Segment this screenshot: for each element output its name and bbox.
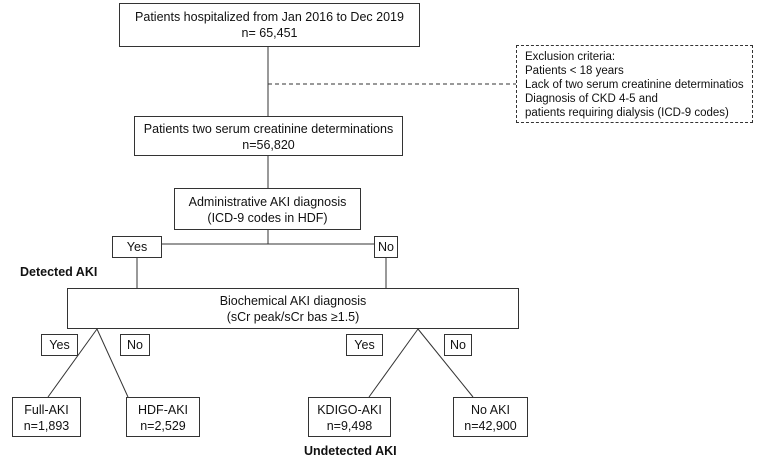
no-left-box: No — [120, 334, 150, 356]
connector-left-to-full — [47, 328, 98, 398]
admin-aki-subtitle: (ICD-9 codes in HDF) — [207, 211, 328, 225]
no-aki-count: n=42,900 — [464, 419, 517, 433]
connector-right-to-noaki — [417, 328, 474, 398]
biochem-title: Biochemical AKI diagnosis — [219, 294, 367, 308]
no-top-box: No — [374, 236, 398, 258]
full-aki-box: Full-AKI n=1,893 — [12, 397, 81, 437]
connector-left-to-hdf — [96, 328, 129, 398]
no-right-box: No — [444, 334, 472, 356]
hospitalized-count: n= 65,451 — [241, 26, 298, 40]
yes-left-box: Yes — [41, 334, 78, 356]
two-scr-count: n=56,820 — [242, 138, 295, 152]
no-top-label: No — [378, 240, 394, 254]
no-aki-title: No AKI — [471, 403, 510, 417]
exclusion-item: Patients < 18 years — [525, 65, 624, 77]
detected-aki-label: Detected AKI — [20, 265, 98, 279]
exclusion-item: Lack of two serum creatinine determinati… — [525, 79, 744, 91]
hdf-aki-box: HDF-AKI n=2,529 — [126, 397, 200, 437]
exclusion-item: patients requiring dialysis (ICD-9 codes… — [525, 107, 729, 119]
kdigo-aki-box: KDIGO-AKI n=9,498 — [308, 397, 391, 437]
yes-top-label: Yes — [126, 240, 148, 254]
no-left-label: No — [127, 338, 143, 352]
no-aki-box: No AKI n=42,900 — [453, 397, 528, 437]
admin-aki-title: Administrative AKI diagnosis — [188, 195, 347, 209]
biochem-subtitle: (sCr peak/sCr bas ≥1.5) — [226, 310, 360, 324]
two-scr-box: Patients two serum creatinine determinat… — [134, 116, 403, 156]
yes-right-box: Yes — [346, 334, 383, 356]
hdf-aki-title: HDF-AKI — [138, 403, 188, 417]
exclusion-title: Exclusion criteria: — [525, 51, 616, 63]
full-aki-title: Full-AKI — [24, 403, 69, 417]
yes-top-box: Yes — [112, 236, 162, 258]
two-scr-title: Patients two serum creatinine determinat… — [143, 122, 394, 136]
kdigo-aki-count: n=9,498 — [326, 419, 373, 433]
hdf-aki-count: n=2,529 — [140, 419, 186, 433]
exclusion-box: Exclusion criteria: Patients < 18 years … — [516, 45, 753, 123]
no-right-label: No — [450, 338, 466, 352]
undetected-aki-label: Undetected AKI — [304, 444, 397, 458]
yes-right-label: Yes — [354, 338, 375, 352]
hospitalized-box: Patients hospitalized from Jan 2016 to D… — [119, 3, 420, 47]
kdigo-aki-title: KDIGO-AKI — [317, 403, 382, 417]
biochem-box: Biochemical AKI diagnosis (sCr peak/sCr … — [67, 288, 519, 329]
full-aki-count: n=1,893 — [23, 419, 70, 433]
admin-aki-box: Administrative AKI diagnosis (ICD-9 code… — [174, 188, 361, 230]
exclusion-item: Diagnosis of CKD 4-5 and — [525, 93, 658, 105]
connector-right-to-kdigo — [368, 328, 419, 398]
yes-left-label: Yes — [49, 338, 70, 352]
hospitalized-title: Patients hospitalized from Jan 2016 to D… — [135, 10, 404, 24]
